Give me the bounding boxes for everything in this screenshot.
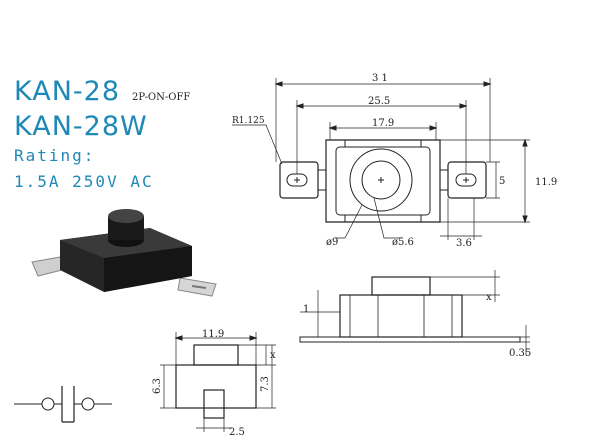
model-title-2: KAN-28W (14, 111, 148, 142)
dim-hole-spacing: 25.5 (368, 96, 390, 107)
dim-body-width: 17.9 (372, 118, 394, 129)
model-title-1: KAN-28 (14, 76, 120, 107)
rating-label: Rating: (14, 146, 96, 165)
dim-front-total-height: 7.3 (260, 376, 271, 392)
dim-front-pin-width: 2.5 (229, 427, 245, 438)
dim-outer-diameter: ø9 (326, 237, 338, 248)
product-photo (31, 209, 217, 297)
dim-side-thickness: 0.35 (509, 348, 531, 359)
dim-height: 11.9 (535, 177, 557, 188)
dim-side-offset: 1 (303, 304, 309, 315)
dim-button-diameter: ø5.6 (392, 237, 414, 248)
dim-front-body-height: 6.3 (152, 378, 163, 394)
dim-tab-width: 3.6 (456, 238, 472, 249)
dim-side-travel: x (486, 292, 492, 303)
dim-overall-width: 3 1 (372, 73, 388, 84)
rating-value: 1.5A 250V AC (14, 172, 154, 191)
dim-front-travel: x (270, 350, 276, 361)
dim-front-width: 11.9 (202, 329, 224, 340)
dim-corner-radius: R1.125 (232, 116, 265, 126)
dim-tab-height: 5 (499, 176, 505, 187)
switch-type: 2P-ON-OFF (132, 92, 191, 103)
